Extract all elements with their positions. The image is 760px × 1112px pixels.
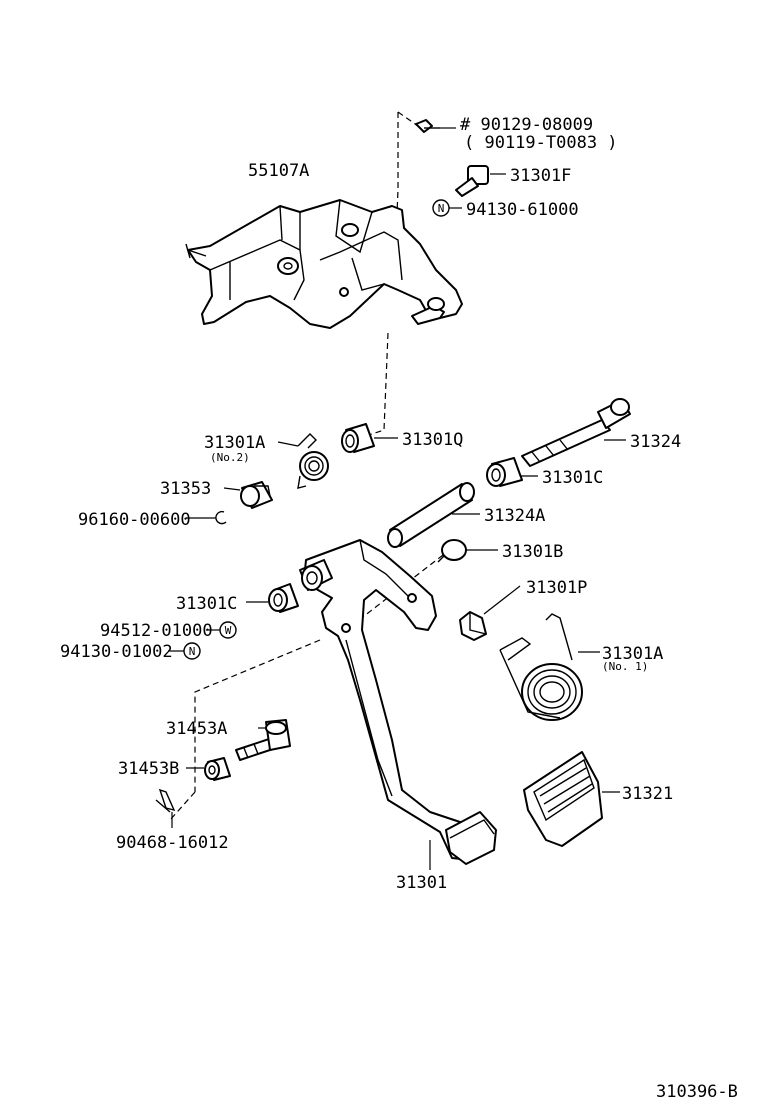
bush-31301q-icon [341, 423, 398, 453]
label-31453a: 31453A [166, 719, 227, 739]
nut-marker-bottom-icon: N [168, 642, 201, 660]
label-31453b: 31453B [118, 759, 179, 779]
svg-text:N: N [438, 202, 445, 215]
clip-31353-icon [223, 481, 273, 509]
bush-31453b-icon [186, 757, 231, 781]
label-96160-00600: 96160-00600 [78, 510, 191, 530]
pipe-31324a-icon [387, 482, 480, 548]
label-bolt-top: # 90129-08009 [460, 115, 593, 135]
label-31301: 31301 [396, 873, 447, 893]
bush-31301c-right-icon [486, 457, 538, 487]
label-94130-01002: 94130-01002 [60, 642, 173, 662]
svg-text:W: W [225, 624, 232, 637]
label-31301f: 31301F [510, 166, 571, 186]
label-31301a-no2: 31301A [204, 433, 265, 453]
label-31324: 31324 [630, 432, 681, 452]
shaft-bolt-31324-icon [521, 398, 631, 467]
label-90468-16012: 90468-16012 [116, 833, 229, 853]
washer-marker-icon: W [206, 621, 237, 639]
label-31301c-left: 31301C [176, 594, 237, 614]
return-spring-no1-icon [499, 613, 600, 721]
pedal-pad-31321-icon [523, 751, 620, 847]
label-31301a-no1-note: (No. 1) [602, 660, 648, 673]
bush-31301c-left-icon [246, 583, 299, 613]
label-31301a-no2-note: (No.2) [210, 451, 250, 464]
label-94130-61000: 94130-61000 [466, 200, 579, 220]
pin-31453a-icon [235, 719, 291, 761]
label-31324a: 31324A [484, 506, 545, 526]
pedal-support-bracket [185, 199, 463, 329]
label-31301a-no1: 31301A [602, 644, 663, 664]
bush-31301b-icon [437, 539, 498, 563]
ring-96160-icon [186, 510, 227, 525]
label-31301p: 31301P [526, 578, 587, 598]
label-31301c-right: 31301C [542, 468, 603, 488]
clip-90468-icon [155, 788, 176, 828]
label-31353: 31353 [160, 479, 211, 499]
brake-pedal-arm [299, 539, 497, 870]
label-support: 55107A [248, 161, 309, 181]
label-31301q: 31301Q [402, 430, 463, 450]
bolt-31301f-icon [455, 165, 506, 197]
bolt-90129-icon [415, 119, 456, 133]
stopper-31301p-icon [459, 585, 521, 641]
nut-marker-top-icon: N [432, 199, 462, 217]
label-94512-01000: 94512-01000 [100, 621, 213, 641]
figure-id: 310396-B [656, 1082, 738, 1102]
label-bolt-top-alt: ( 90119-T0083 ) [464, 133, 618, 153]
return-spring-no2-icon [277, 433, 329, 489]
part-labels: # 90129-08009 ( 90119-T0083 ) 55107A 313… [60, 115, 738, 1102]
svg-text:N: N [189, 645, 196, 658]
label-31321: 31321 [622, 784, 673, 804]
label-31301b: 31301B [502, 542, 563, 562]
